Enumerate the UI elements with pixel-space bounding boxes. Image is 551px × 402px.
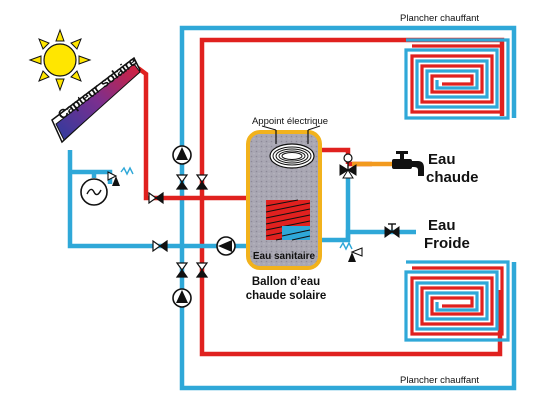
electric-backup-label: Appoint électrique [252,116,328,127]
expansion-branch [70,169,113,184]
valve-collector-hot [148,192,164,204]
floor-heating-bottom-label: Plancher chauffant [400,375,479,386]
solar-water-tank: Eau sanitaire [246,125,322,270]
sun-icon [28,28,92,92]
floor-heating-bottom [404,260,510,342]
collector-hot-pipe [136,66,248,201]
tank-label-line2: chaude solaire [246,290,327,302]
tank-safety-valve-icon [339,241,363,262]
mixing-valve-icon [339,153,357,179]
pump-top-icon [172,145,192,165]
safety-valve-icon [107,166,134,186]
electric-heater-icon [261,125,321,169]
cold-water-inlet-pipe [318,176,351,243]
hot-pipe-bottom-floor [380,290,503,357]
hot-water-tap-icon [392,151,424,176]
pressure-gauge-icon [80,178,108,206]
valve-left-top [176,174,188,190]
pump-collector-icon [216,236,236,256]
floor-heating-top-label: Plancher chauffant [400,13,479,24]
valve-left-bottom [176,262,188,278]
cold-water-label-line2: Froide [424,235,470,252]
hot-water-outlet-pipe [318,147,351,164]
hot-water-label-line2: chaude [426,169,479,186]
tank-label-line1: Ballon d’eau [252,276,320,288]
cold-inlet-valve [384,223,400,238]
heat-exchanger-coil [265,199,311,241]
hot-water-label-line1: Eau [428,151,456,168]
sanitary-water-label: Eau sanitaire [253,251,316,262]
cold-pipe-bottom-floor [370,262,517,391]
cold-water-main-pipe [345,229,416,240]
pump-bottom-icon [172,288,192,308]
valve-right-top [196,174,208,190]
collector-cold-pipe [67,150,248,249]
valve-right-bottom [196,262,208,278]
cold-pipe-top-floor [370,25,517,118]
cold-pipe-outer-loop [179,25,370,391]
valve-collector-cold [152,240,168,252]
cold-water-label-line1: Eau [428,217,456,234]
floor-heating-top [404,38,510,120]
